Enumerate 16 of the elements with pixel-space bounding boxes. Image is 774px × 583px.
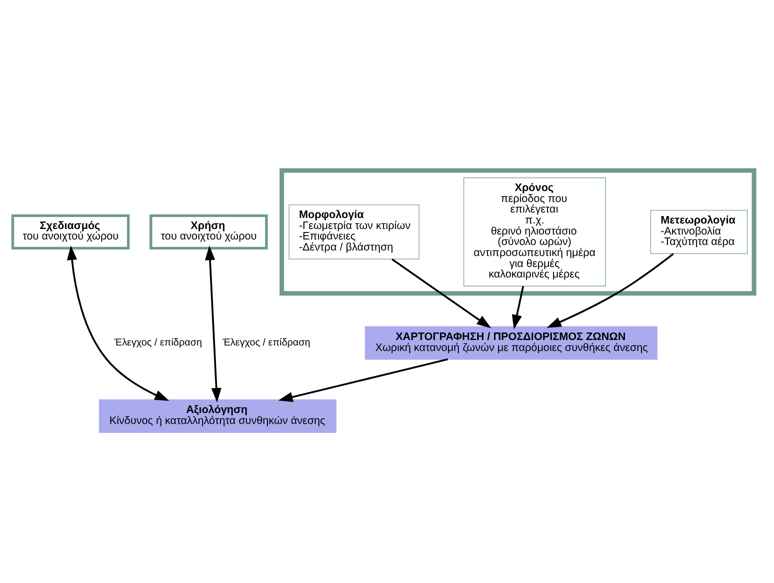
arrow [204,245,222,402]
node-box: Σχεδιασμός του ανοιχτού χώρου [11,214,130,250]
node-box: ΧΑΡΤΟΓΡΑΦΗΣΗ / ΠΡΟΣΔΙΟΡΙΣΜΟΣ ΖΩΝΩΝ Χωρική κατανομή ζωνών με παρόμοιες συνθήκες άνεσης [364,326,658,360]
arrow [546,252,674,328]
edge-label: Έλεγχος / επίδραση [222,337,310,348]
node-box: Χρόνος περίοδος που επιλέγεται π.χ. θερινό ηλιοστάσιο (σύνολο ωρών) αντιπροσωπευτική ημέρα για θερμές καλοκαιρινές μέρες [463,176,606,286]
node-box: Αξιολόγηση Κίνδυνος ή καταλληλότητα συνθηκών άνεσης [98,398,336,432]
arrow [66,245,170,400]
arrow [512,286,524,329]
node-box: Μορφολογία -Γεωμετρία των κτιρίων -Επιφάνειες -Δέντρα / βλάστηση [288,204,420,259]
cluster [280,168,756,296]
arrow [278,358,448,402]
node-box: Χρήση του ανοιχτού χώρου [150,214,268,250]
edge-label: Έλεγχος / επίδραση [114,337,202,348]
arrow [392,258,492,328]
node-box: Μετεωρολογία -Ακτινοβολία -Ταχύτητα αέρα [650,209,748,254]
